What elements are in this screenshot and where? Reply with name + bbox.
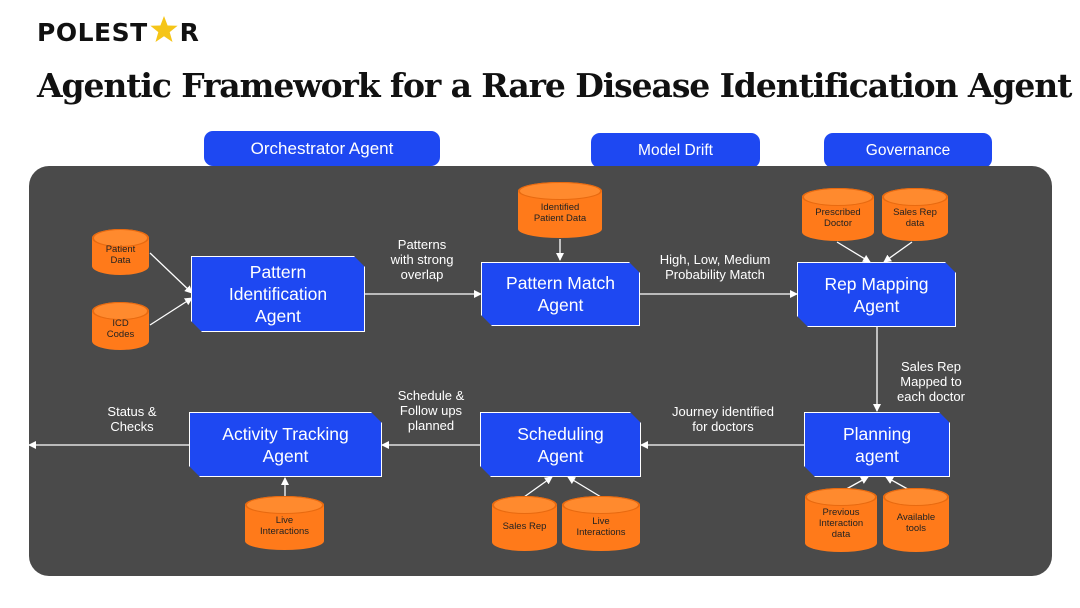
flow-label-line: Sales Rep xyxy=(901,359,961,374)
database-label-line: Sales Rep xyxy=(502,521,547,532)
scheduling-agent[interactable]: Scheduling Agent xyxy=(480,412,641,477)
logo-text-right: R xyxy=(179,17,200,47)
sales-rep-data-database: Sales Rep data xyxy=(882,188,948,241)
database-label-line: Live xyxy=(275,515,294,526)
database-label-line: Available xyxy=(896,512,936,523)
sales-rep-database: Sales Rep xyxy=(492,496,557,551)
database-label-line: Patient xyxy=(105,244,136,255)
arrow-icd-codes-to-pattern-identification xyxy=(149,297,193,326)
database-label-line: Sales Rep xyxy=(893,206,937,218)
agent-label-line: Pattern Match xyxy=(506,273,615,293)
database-label-line: Identified xyxy=(540,202,580,213)
flow-label-line: High, Low, Medium xyxy=(659,252,771,267)
database-label-line: Codes xyxy=(106,329,135,340)
arrow-live-interactions-to-scheduling xyxy=(567,476,602,498)
flow-label-line: Journey identified xyxy=(672,404,774,419)
flow-label-line: Mapped to xyxy=(900,374,962,389)
logo-text-left: POLEST xyxy=(37,17,148,47)
patterns-overlap-label: Patterns with strong overlap xyxy=(378,237,466,282)
live-interactions-scheduling-database: Live Interactions xyxy=(562,496,640,551)
database-label-line: Interactions xyxy=(259,526,310,537)
arrow-sales-rep-to-scheduling xyxy=(523,476,553,498)
database-label-line: tools xyxy=(905,523,927,534)
activity-tracking-agent[interactable]: Activity Tracking Agent xyxy=(189,412,382,477)
patient-data-database: Patient Data xyxy=(92,229,149,275)
schedule-followups-label: Schedule & Follow ups planned xyxy=(390,388,472,433)
arrow-prescribed-doctor-to-rep-mapping xyxy=(836,241,871,263)
sales-rep-mapped-label: Sales Rep Mapped to each doctor xyxy=(885,359,977,404)
live-interactions-activity-database: Live Interactions xyxy=(245,496,324,550)
arrow-patient-data-to-pattern-identification xyxy=(149,252,193,294)
agent-label-line: Agent xyxy=(262,445,309,466)
agent-label-line: Agent xyxy=(537,295,584,315)
flow-label-line: Patterns xyxy=(397,237,447,252)
flow-label-line: with strong xyxy=(390,252,454,267)
identified-patient-data-database: Identified Patient Data xyxy=(518,182,602,238)
database-label-line: data xyxy=(831,528,851,540)
agent-label-line: Identification xyxy=(228,284,328,304)
available-tools-database: Available tools xyxy=(883,488,949,552)
flow-label-line: Status & xyxy=(107,404,157,419)
planning-agent[interactable]: Planning agent xyxy=(804,412,950,477)
polestar-logo: POLEST R xyxy=(37,12,199,52)
flow-label-line: overlap xyxy=(400,267,444,282)
agent-label-line: agent xyxy=(855,445,899,466)
database-label-line: Previous xyxy=(822,506,860,518)
probability-match-label: High, Low, Medium Probability Match xyxy=(648,252,782,282)
governance-pill: Governance xyxy=(824,133,992,168)
rep-mapping-agent[interactable]: Rep Mapping Agent xyxy=(797,262,956,327)
agent-label-line: Agent xyxy=(255,306,301,326)
star-icon xyxy=(150,16,178,42)
journey-identified-label: Journey identified for doctors xyxy=(660,404,786,434)
database-label-line: Prescribed xyxy=(815,206,861,218)
prescribed-doctor-database: Prescribed Doctor xyxy=(802,188,874,241)
database-label-line: Doctor xyxy=(824,217,852,229)
flow-label-line: Probability Match xyxy=(665,267,765,282)
flow-label-line: Checks xyxy=(110,419,154,434)
database-label-line: Live xyxy=(592,515,610,527)
page-title: Agentic Framework for a Rare Disease Ide… xyxy=(37,66,1072,105)
agent-label-line: Agent xyxy=(537,445,584,466)
agent-label-line: Rep Mapping xyxy=(824,273,929,294)
orchestrator-agent-pill: Orchestrator Agent xyxy=(204,131,440,166)
database-label-line: data xyxy=(905,217,925,229)
flow-label-line: for doctors xyxy=(692,419,754,434)
model-drift-pill: Model Drift xyxy=(591,133,760,168)
flow-label-line: planned xyxy=(407,418,455,433)
agent-label-line: Pattern xyxy=(249,262,307,282)
agent-label-line: Planning xyxy=(842,423,912,444)
flow-label-line: Schedule & xyxy=(397,388,465,403)
status-checks-label: Status & Checks xyxy=(100,404,164,434)
agent-label-line: Scheduling xyxy=(517,423,604,444)
database-label-line: Data xyxy=(110,255,131,266)
icd-codes-database: ICD Codes xyxy=(92,302,149,350)
agent-label-line: Agent xyxy=(853,295,900,316)
previous-interaction-data-database: Previous Interaction data xyxy=(805,488,877,552)
arrow-sales-rep-data-to-rep-mapping xyxy=(883,241,913,263)
pattern-match-agent[interactable]: Pattern Match Agent xyxy=(481,262,640,326)
pattern-identification-agent[interactable]: Pattern Identification Agent xyxy=(191,256,365,332)
flow-label-line: Follow ups xyxy=(399,403,463,418)
agent-label-line: Activity Tracking xyxy=(222,423,349,444)
database-label-line: Interactions xyxy=(576,526,626,538)
database-label-line: Patient Data xyxy=(533,213,587,224)
database-label-line: ICD xyxy=(112,318,129,329)
database-label-line: Interaction xyxy=(818,517,864,529)
flow-label-line: each doctor xyxy=(897,389,965,404)
